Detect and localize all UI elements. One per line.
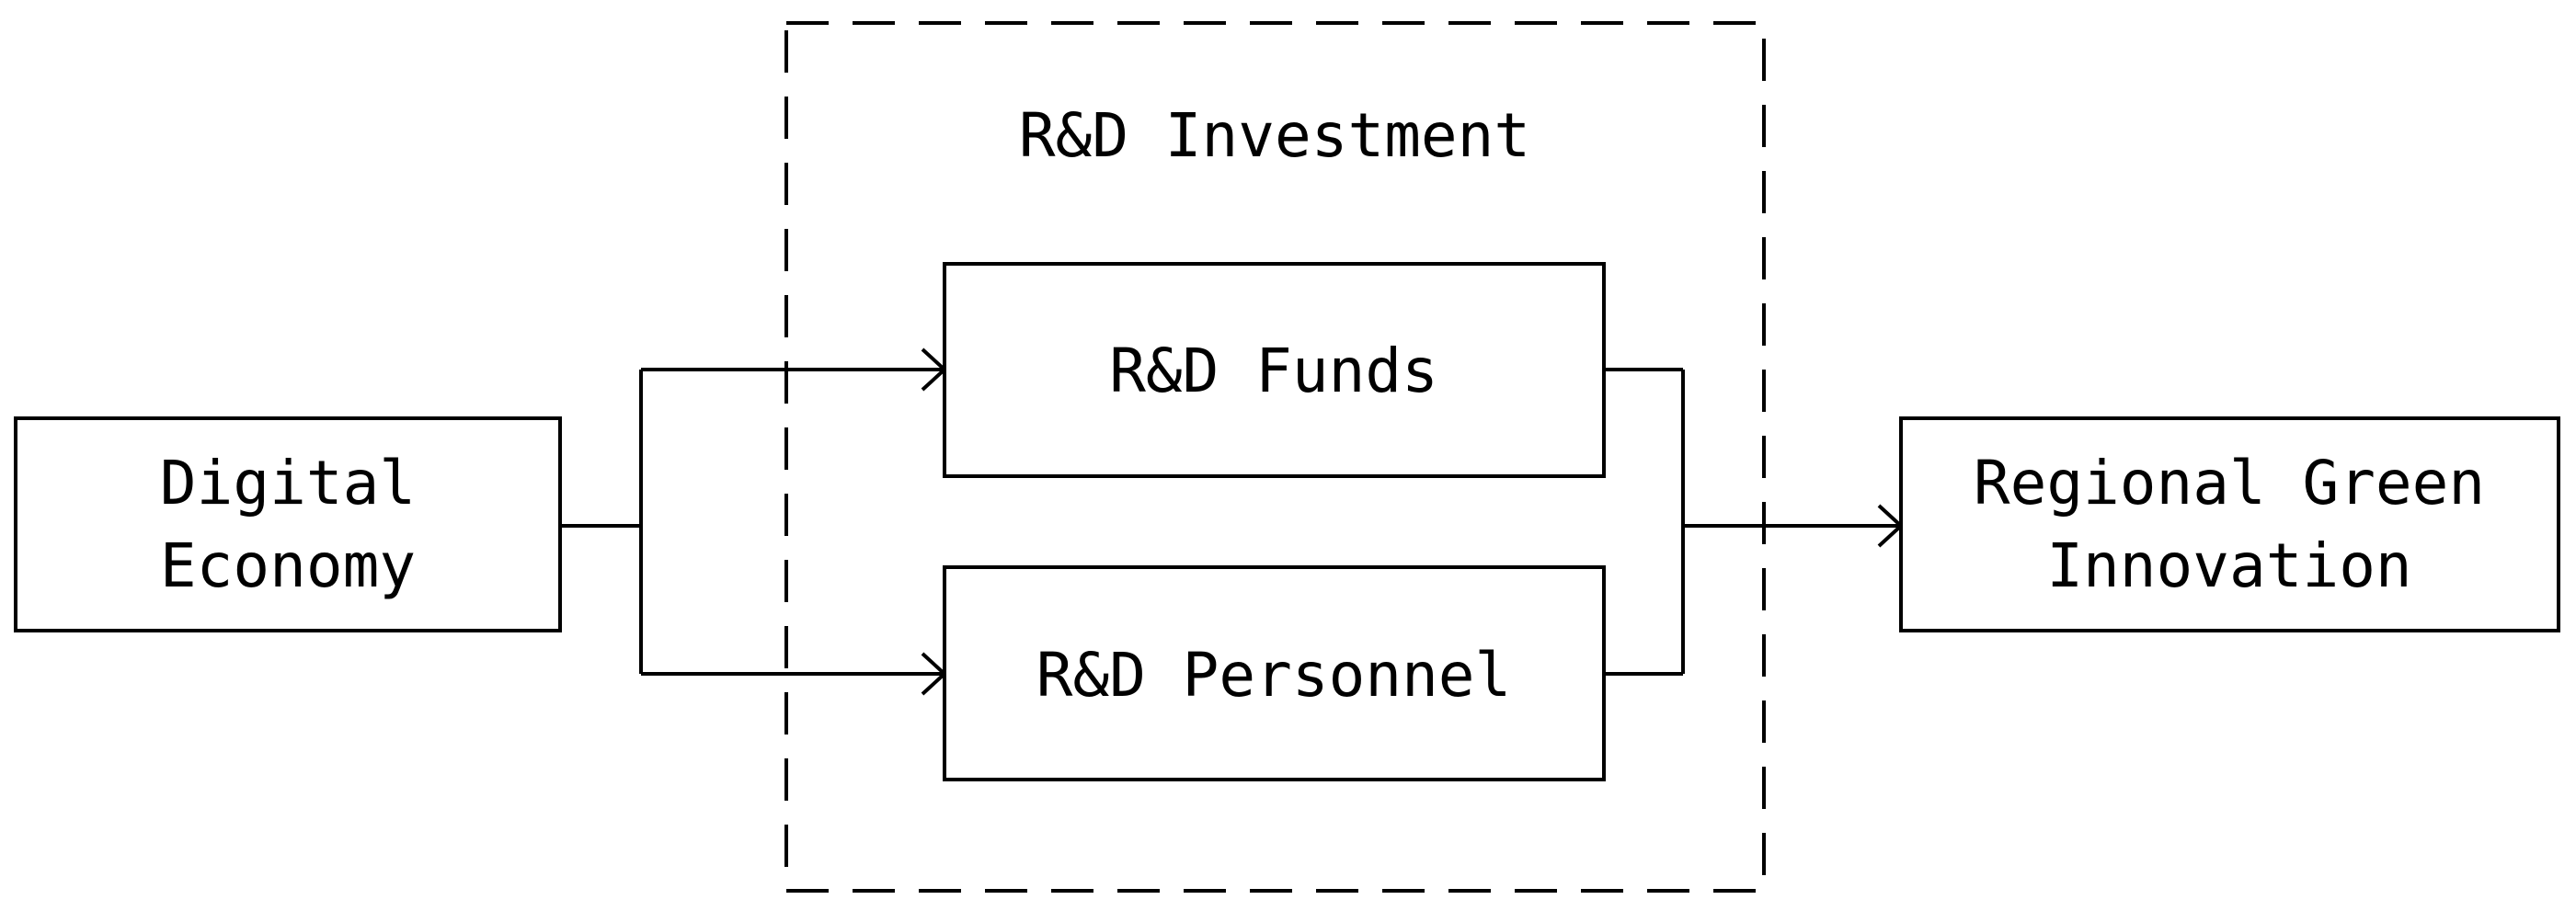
node-rd-personnel-label: R&D Personnel (1036, 640, 1512, 711)
node-regional-green-innovation: Regional Green Innovation (1899, 416, 2560, 632)
node-rd-funds: R&D Funds (943, 262, 1606, 478)
node-digital-economy: Digital Economy (14, 416, 562, 632)
node-regional-green-innovation-line1: Regional Green (1974, 448, 2485, 518)
node-regional-green-innovation-line2: Innovation (2046, 530, 2411, 601)
node-rd-personnel-box (943, 565, 1606, 781)
node-digital-economy-box (14, 416, 562, 632)
rd-investment-title: R&D Investment (1019, 100, 1530, 171)
node-rd-funds-label: R&D Funds (1109, 336, 1438, 406)
rd-investment-group: R&D Investment (784, 21, 1766, 893)
node-digital-economy-line1: Digital (160, 448, 416, 518)
rd-investment-group-border (784, 21, 1766, 893)
node-rd-funds-box (943, 262, 1606, 478)
node-digital-economy-line2: Economy (160, 530, 416, 601)
node-rd-personnel: R&D Personnel (943, 565, 1606, 781)
node-regional-green-innovation-box (1899, 416, 2560, 632)
connectors (562, 347, 1904, 696)
